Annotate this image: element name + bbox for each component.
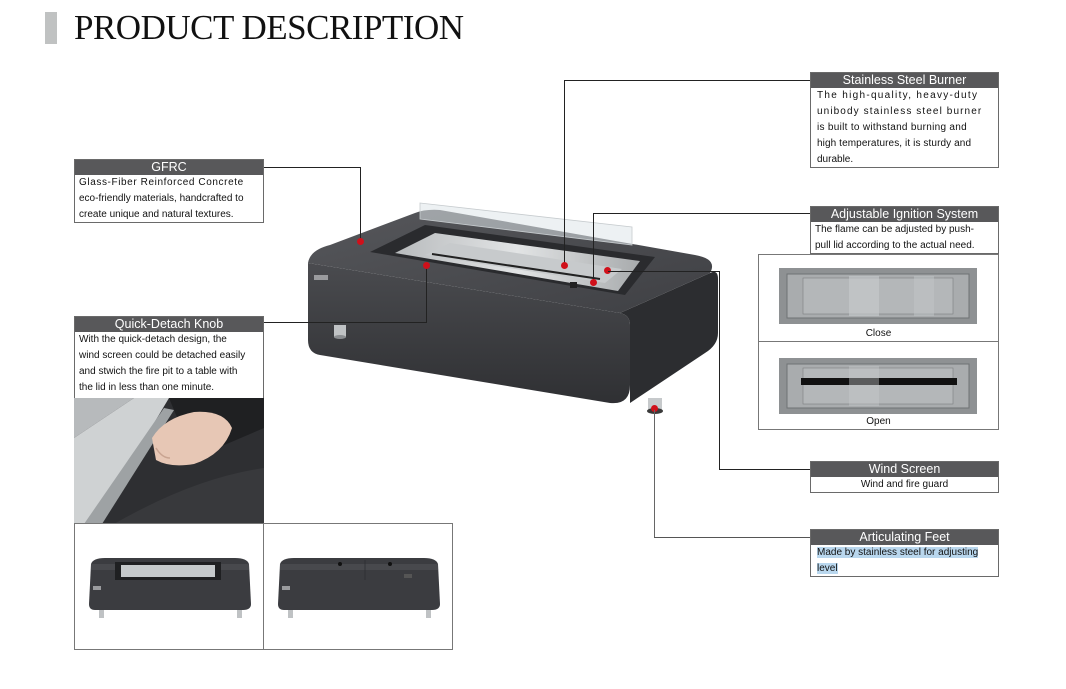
fire-pit-lid-thumbnail — [278, 558, 440, 618]
connector-wind-screen — [719, 469, 810, 470]
callout-body: Made by stainless steel for adjusting le… — [811, 545, 998, 577]
burner-close-panel: Close — [758, 254, 999, 342]
connector-burner — [564, 80, 810, 81]
callout-heading: Wind Screen — [811, 462, 998, 477]
connector-gfrc — [360, 167, 361, 242]
fire-pit-open-thumbnail — [89, 558, 251, 618]
title-accent-bar — [45, 12, 57, 44]
marker-burner — [561, 262, 568, 269]
close-label: Close — [865, 328, 892, 339]
callout-body: With the quick-detach design, the wind s… — [79, 334, 246, 393]
product-view-with-screen — [74, 523, 264, 650]
callout-articulating-feet: Articulating Feet Made by stainless stee… — [810, 529, 999, 577]
selected-text[interactable]: Made by stainless steel for adjusting — [817, 547, 979, 558]
connector-knob — [263, 322, 427, 323]
marker-feet — [651, 405, 658, 412]
callout-stainless-steel-burner: Stainless Steel Burner The high-quality,… — [810, 72, 999, 168]
callout-heading: Quick-Detach Knob — [75, 317, 263, 332]
marker-wind-screen — [604, 267, 611, 274]
callout-gfrc: GFRC Glass-Fiber Reinforced Concrete eco… — [74, 159, 264, 223]
callout-body: The high-quality, heavy-duty unibody sta… — [817, 90, 983, 165]
connector-ignition — [593, 213, 810, 214]
connector-gfrc — [263, 167, 361, 168]
burner-open-panel: Open — [758, 341, 999, 430]
product-view-with-lid — [263, 523, 453, 650]
callout-body: Glass-Fiber Reinforced Concrete eco-frie… — [79, 177, 244, 220]
callout-heading: Adjustable Ignition System — [811, 207, 998, 222]
knob-detach-photo — [74, 398, 264, 524]
burner-closed-image — [779, 268, 977, 324]
selected-text[interactable]: level — [817, 563, 838, 574]
callout-body: Wind and fire guard — [860, 479, 949, 490]
fire-pit-table-image — [308, 202, 718, 414]
connector-ignition — [593, 213, 594, 283]
connector-wind-screen — [719, 271, 720, 470]
connector-wind-screen — [608, 271, 720, 272]
marker-gfrc — [357, 238, 364, 245]
open-label: Open — [866, 416, 891, 427]
callout-heading: Articulating Feet — [811, 530, 998, 545]
connector-feet — [654, 410, 655, 538]
connector-knob — [426, 265, 427, 323]
callout-adjustable-ignition-system: Adjustable Ignition System The flame can… — [810, 206, 999, 254]
marker-knob — [423, 262, 430, 269]
connector-feet — [654, 537, 810, 538]
page-title: PRODUCT DESCRIPTION — [74, 8, 464, 47]
callout-wind-screen: Wind Screen Wind and fire guard — [810, 461, 999, 493]
callout-quick-detach-knob: Quick-Detach Knob With the quick-detach … — [74, 316, 264, 398]
callout-heading: GFRC — [75, 160, 263, 175]
marker-ignition — [590, 279, 597, 286]
callout-heading: Stainless Steel Burner — [811, 73, 998, 88]
connector-burner — [564, 80, 565, 266]
callout-body: The flame can be adjusted by push- pull … — [815, 224, 975, 251]
burner-open-image — [779, 358, 977, 414]
